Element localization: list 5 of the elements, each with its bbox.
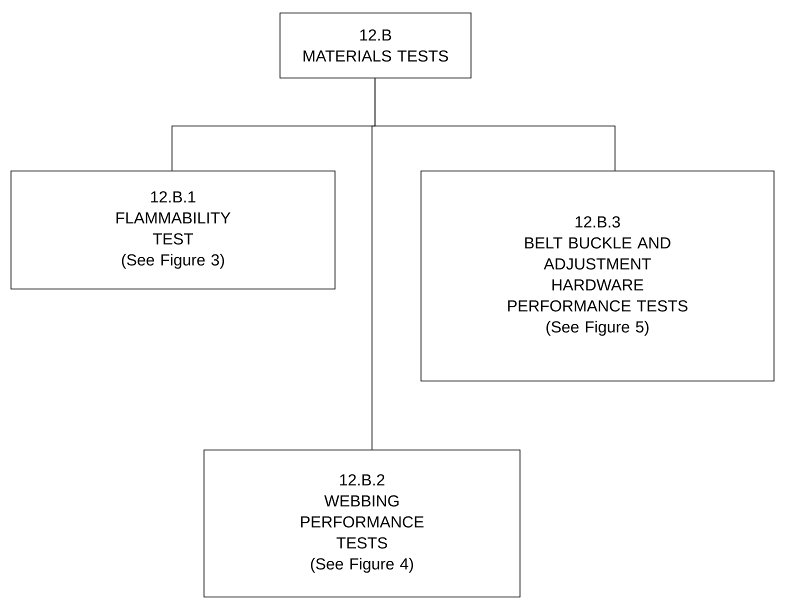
process-box: 12.B.2 WEBBING PERFORMANCE TESTS (See Figure 4) (204, 450, 520, 598)
connector-line (372, 78, 376, 450)
process-box: 12.B.1 FLAMMABILITY TEST (See Figure 3) (10, 170, 336, 290)
process-box: 12.B.3 BELT BUCKLE AND ADJUSTMENT HARDWARE PERFORMANCE TESTS (See Figure 5) (420, 170, 774, 382)
process-box: 12.B MATERIALS TESTS (280, 12, 472, 78)
